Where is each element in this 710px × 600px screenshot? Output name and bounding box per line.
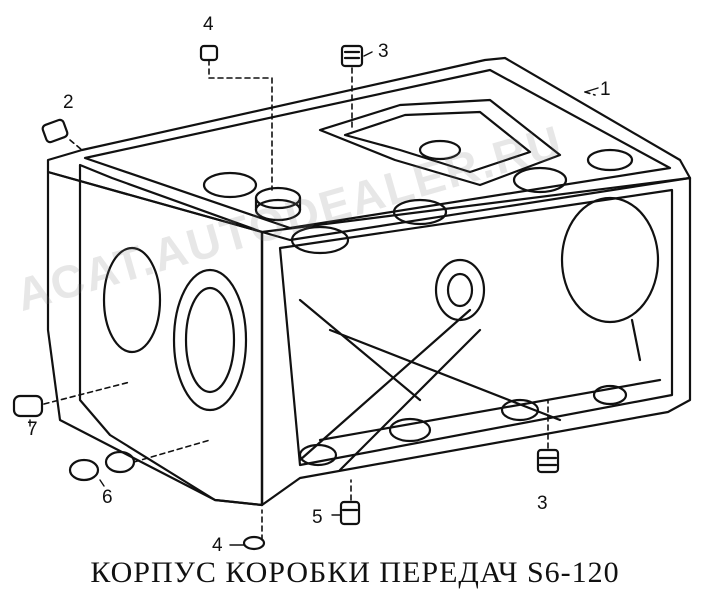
top-bore-2 — [290, 225, 350, 255]
part-plug-top — [340, 44, 364, 68]
housing-left-end-inner — [78, 163, 264, 507]
top-bore-1 — [202, 171, 258, 199]
front-lower-rib — [318, 378, 662, 442]
leader-lines — [43, 59, 596, 541]
rear-bore-slot — [630, 318, 642, 362]
front-boss-3 — [500, 398, 540, 422]
housing-front-inner — [278, 188, 674, 467]
part-dowel — [12, 394, 44, 418]
top-bore-3 — [392, 198, 448, 226]
callout-drain-plug: 5 — [312, 507, 323, 528]
part-bushings — [68, 450, 136, 482]
callout-dowel: 7 — [27, 419, 38, 440]
top-bore-6 — [418, 139, 462, 161]
part-plug-bottom-left — [242, 535, 266, 551]
top-cover-frame — [318, 98, 562, 187]
front-boss-4 — [592, 384, 628, 406]
left-bore-lower — [172, 268, 248, 412]
diagram-caption: КОРПУС КОРОБКИ ПЕРЕДАЧ S6-120 — [90, 556, 620, 589]
top-bore-4 — [512, 166, 568, 194]
housing-front-face — [260, 176, 692, 507]
front-boss-1 — [298, 443, 338, 467]
top-bore-5 — [586, 148, 634, 172]
callout-plug-top-left: 4 — [203, 14, 214, 35]
part-plug-top-left — [199, 44, 219, 62]
center-bearing-boss — [434, 258, 486, 322]
callout-plug-top: 3 — [378, 41, 389, 62]
front-x-rib — [298, 298, 562, 472]
callout-plug-bottom-left: 4 — [212, 535, 223, 556]
top-cover-frame-inner — [343, 110, 532, 174]
callout-plug-bottom: 3 — [537, 493, 548, 514]
left-bore-lower-inner — [184, 286, 236, 394]
part-seal-ring — [254, 186, 302, 222]
callout-leaders — [29, 51, 599, 546]
center-bearing-inner — [446, 272, 474, 308]
part-plug-bottom — [536, 448, 560, 474]
callout-bushings: 6 — [102, 487, 113, 508]
part-plug-left — [41, 118, 69, 144]
left-bore-upper — [102, 246, 162, 354]
callout-plug-left: 2 — [63, 92, 74, 113]
callout-housing: 1 — [600, 79, 611, 100]
rear-bore-opening — [560, 196, 660, 324]
part-drain-plug — [339, 500, 361, 526]
housing-top-inner-edge — [83, 68, 672, 230]
front-boss-2 — [388, 417, 432, 443]
